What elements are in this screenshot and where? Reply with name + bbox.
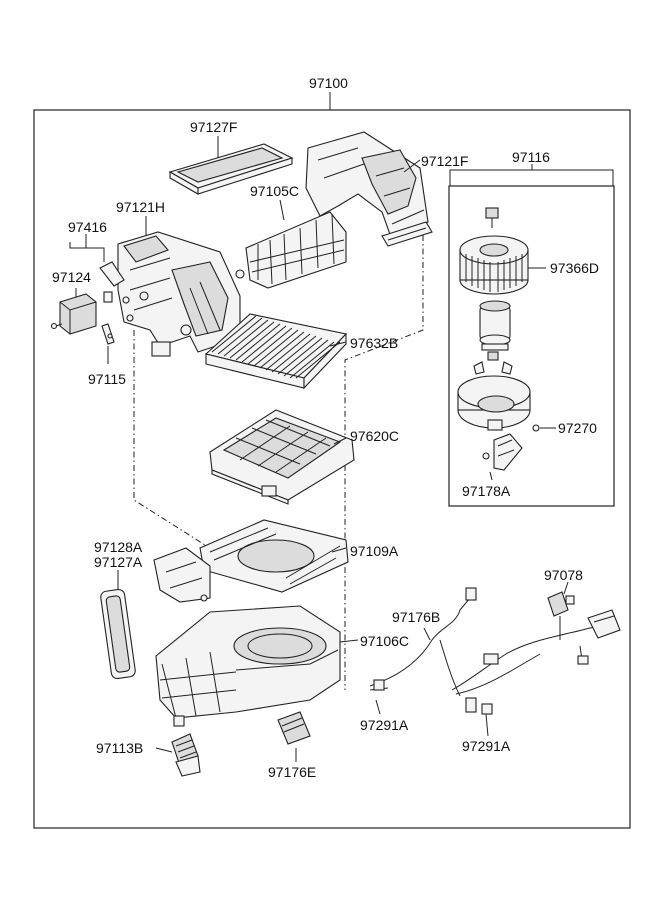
part-97366D-fan-wheel <box>459 235 529 295</box>
part-97115-link <box>101 323 115 345</box>
part-97270-screw <box>532 424 540 432</box>
label-97127F: 97127F <box>190 119 237 135</box>
label-97116: 97116 <box>512 149 550 165</box>
part-97106C-blower-housing <box>155 605 341 727</box>
label-97121F: 97121F <box>421 153 468 169</box>
part-97127A-gasket <box>100 588 136 680</box>
label-97113B: 97113B <box>96 740 143 756</box>
label-97078: 97078 <box>544 567 583 583</box>
label-97106C: 97106C <box>360 633 409 649</box>
label-97620C: 97620C <box>350 428 399 444</box>
part-97620C-filter-cover <box>209 409 355 505</box>
part-97105C-intake-door <box>235 211 347 289</box>
assembly-frame <box>33 109 631 829</box>
label-97176E: 97176E <box>268 764 316 780</box>
part-motor-clips <box>473 351 513 375</box>
label-97291A-left: 97291A <box>360 717 409 733</box>
part-blower-motor <box>479 300 511 351</box>
label-97124: 97124 <box>52 269 91 285</box>
part-97632B-air-filter <box>204 313 348 390</box>
label-97100: 97100 <box>309 75 348 91</box>
label-97121H: 97121H <box>116 199 165 215</box>
blower-subassembly-frame <box>448 185 615 507</box>
label-97176B: 97176B <box>392 609 440 625</box>
label-97366D: 97366D <box>550 260 599 276</box>
part-97121H-intake-case <box>117 231 241 357</box>
part-blower-nut <box>485 207 499 228</box>
label-97127A: 97127A <box>94 554 143 570</box>
label-97128A: 97128A <box>94 539 143 555</box>
part-97176E-module <box>277 711 311 745</box>
part-97121F-duct-case <box>305 131 433 247</box>
part-97109A-lower-case <box>153 519 349 603</box>
label-97115: 97115 <box>88 371 126 387</box>
label-97632B: 97632B <box>350 335 398 351</box>
part-97124-actuator <box>50 293 97 335</box>
part-97176B-wire-harness <box>369 587 477 697</box>
part-97127F-gasket <box>168 143 294 195</box>
label-97178A: 97178A <box>462 483 511 499</box>
part-97113B-resistor <box>171 733 201 777</box>
label-97291A-right: 97291A <box>462 738 511 754</box>
part-97416-lever <box>99 261 134 322</box>
part-motor-housing <box>457 375 531 431</box>
label-97109A: 97109A <box>350 543 399 559</box>
part-97078-harness <box>451 591 621 715</box>
label-97105C: 97105C <box>250 183 299 199</box>
part-97178A-bracket <box>482 433 523 471</box>
label-97416: 97416 <box>68 219 107 235</box>
label-97270: 97270 <box>558 420 597 436</box>
